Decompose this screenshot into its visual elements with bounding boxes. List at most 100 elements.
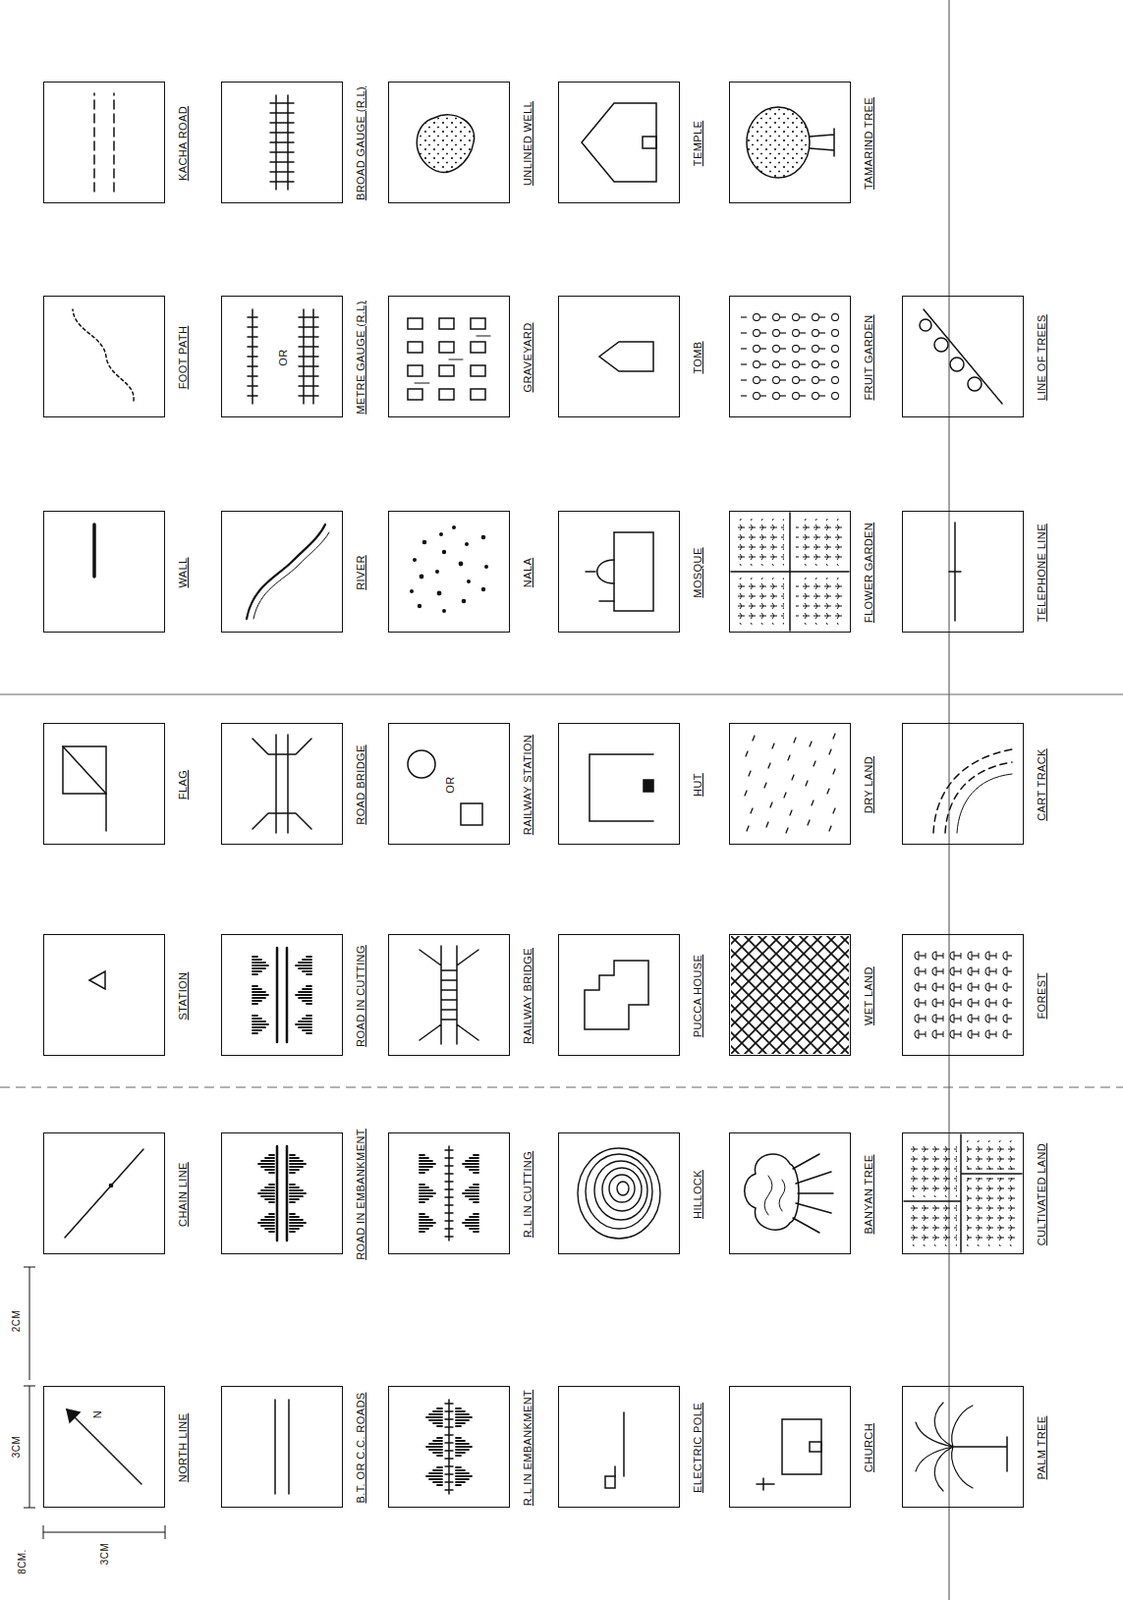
wall-symbol xyxy=(93,524,96,577)
dimension-label: 3CM xyxy=(99,1541,111,1568)
symbol-box: R.L IN EMBANKMENT xyxy=(388,1386,510,1509)
metre-gauge-symbol xyxy=(247,309,319,404)
symbol-label: PUCCA HOUSE xyxy=(691,953,704,1040)
graveyard-symbol xyxy=(407,318,491,400)
symbol-label: R.L IN CUTTING xyxy=(521,1149,534,1240)
label-holder: FOOT PATH xyxy=(171,296,194,419)
symbol-box: FOREST xyxy=(901,934,1024,1057)
symbol-box: WET LAND xyxy=(729,934,851,1057)
rail-embankment-symbol xyxy=(426,1400,472,1495)
symbol-box: STATION xyxy=(43,934,166,1057)
symbol-box: WALL xyxy=(43,510,166,633)
temple-symbol xyxy=(581,103,657,182)
symbol-label: STATION xyxy=(176,970,189,1023)
rail-cutting-symbol xyxy=(419,1146,479,1241)
label-holder: RIVER xyxy=(349,511,372,634)
symbol-box: FLAG xyxy=(43,723,166,845)
dimension-lines xyxy=(23,1267,166,1540)
symbol-label: BANYAN TREE xyxy=(862,1152,875,1236)
symbol-box: PUCCA HOUSE xyxy=(558,934,680,1057)
hillock-symbol xyxy=(577,1148,661,1239)
symbol-box: B.T. OR C.C. ROADS xyxy=(221,1386,343,1509)
label-holder: TELEPHONE LINE xyxy=(1030,511,1053,634)
label-holder: ROAD BRIDGE xyxy=(349,724,372,846)
inner-note: OR xyxy=(444,774,456,795)
symbol-box: HUT xyxy=(558,723,680,845)
symbol-label: NORTH LINE xyxy=(176,1411,189,1485)
symbol-label: TAMARIND TREE xyxy=(862,95,875,192)
symbol-box: ROAD IN EMBANKMENT xyxy=(221,1132,343,1255)
broad-gauge-symbol xyxy=(270,95,294,190)
cultivated-land-symbol xyxy=(903,1134,1022,1253)
symbol-label: MOSQUE xyxy=(691,545,704,600)
label-holder: ROAD IN CUTTING xyxy=(349,935,372,1058)
label-holder: LINE OF TREES xyxy=(1030,296,1053,419)
symbol-box: TEMPLE xyxy=(558,81,680,204)
label-holder: WET LAND xyxy=(857,935,880,1058)
river-symbol xyxy=(246,524,330,619)
symbol-label: HUT xyxy=(691,771,704,799)
symbol-box: ROAD IN CUTTING xyxy=(221,934,343,1057)
label-holder: FLAG xyxy=(171,724,194,846)
symbol-label: FLAG xyxy=(176,768,189,802)
bt-road-symbol xyxy=(275,1400,289,1495)
symbol-box: RAILWAY STATIONOR xyxy=(388,723,510,845)
label-holder: R.L IN CUTTING xyxy=(516,1133,539,1256)
symbol-label: FOREST xyxy=(1035,970,1048,1021)
symbol-box: TAMARIND TREE xyxy=(729,81,851,204)
symbol-label: ROAD BRIDGE xyxy=(354,742,367,827)
road-bridge-symbol xyxy=(252,734,312,834)
symbol-box: ELECTRIC POLE xyxy=(558,1386,680,1509)
symbol-label: CHAIN LINE xyxy=(176,1160,189,1230)
symbol-label: R.L IN EMBANKMENT xyxy=(521,1388,534,1509)
station-symbol xyxy=(89,971,106,990)
north-line-symbol xyxy=(66,1409,142,1485)
symbol-label: WET LAND xyxy=(862,964,875,1028)
symbol-label: B.T. OR C.C. ROADS xyxy=(354,1391,367,1507)
symbol-label: CHURCH xyxy=(862,1421,875,1475)
symbol-box: TOMB xyxy=(558,295,680,418)
label-holder: KACHA ROAD xyxy=(171,82,194,205)
symbol-box: ROAD BRIDGE xyxy=(221,723,343,845)
symbol-label: TEMPLE xyxy=(691,118,704,169)
cart-track-symbol xyxy=(933,749,1012,834)
symbol-label: BROAD GAUGE (R.L) xyxy=(354,84,367,203)
tamarind-tree-symbol xyxy=(746,107,835,178)
label-holder: RAILWAY BRIDGE xyxy=(516,935,539,1058)
label-holder: NALA xyxy=(516,511,539,634)
unlined-well-symbol xyxy=(416,114,474,172)
label-holder: STATION xyxy=(171,935,194,1058)
forest-symbol xyxy=(913,946,1012,1045)
symbol-label: LINE OF TREES xyxy=(1035,312,1048,403)
symbol-box: MOSQUE xyxy=(558,510,680,633)
label-holder: PUCCA HOUSE xyxy=(686,935,709,1058)
symbol-box: UNLINED WELL xyxy=(388,81,510,204)
symbol-label: KACHA ROAD xyxy=(176,104,189,183)
symbol-box: LINE OF TREES xyxy=(901,295,1024,418)
symbol-label: FLOWER GARDEN xyxy=(862,520,875,625)
label-holder: WALL xyxy=(171,511,194,634)
label-holder: FOREST xyxy=(1030,935,1053,1058)
symbol-box: R.L IN CUTTING xyxy=(388,1132,510,1255)
symbol-label: DRY LAND xyxy=(862,754,875,816)
label-holder: RAILWAY STATION xyxy=(516,724,539,846)
dry-land-symbol xyxy=(744,733,836,834)
symbol-label: FOOT PATH xyxy=(176,324,189,393)
chain-line-symbol xyxy=(64,1149,144,1238)
railway-bridge-symbol xyxy=(419,946,479,1045)
symbol-box: RAILWAY BRIDGE xyxy=(388,934,510,1057)
symbol-box: BANYAN TREE xyxy=(729,1132,851,1255)
label-holder: CHURCH xyxy=(857,1387,880,1510)
pucca-house-symbol xyxy=(584,960,649,1030)
road-embankment-symbol xyxy=(258,1146,306,1241)
label-holder: R.L IN EMBANKMENT xyxy=(516,1387,539,1510)
label-holder: CHAIN LINE xyxy=(171,1133,194,1256)
label-holder: HILLOCK xyxy=(686,1133,709,1256)
flag-symbol xyxy=(62,746,107,832)
label-holder: B.T. OR C.C. ROADS xyxy=(349,1387,372,1510)
symbol-label: NALA xyxy=(521,556,534,590)
symbol-label: PALM TREE xyxy=(1035,1414,1048,1483)
symbol-box: GRAVEYARD xyxy=(388,295,510,418)
label-holder: GRAVEYARD xyxy=(516,296,539,419)
